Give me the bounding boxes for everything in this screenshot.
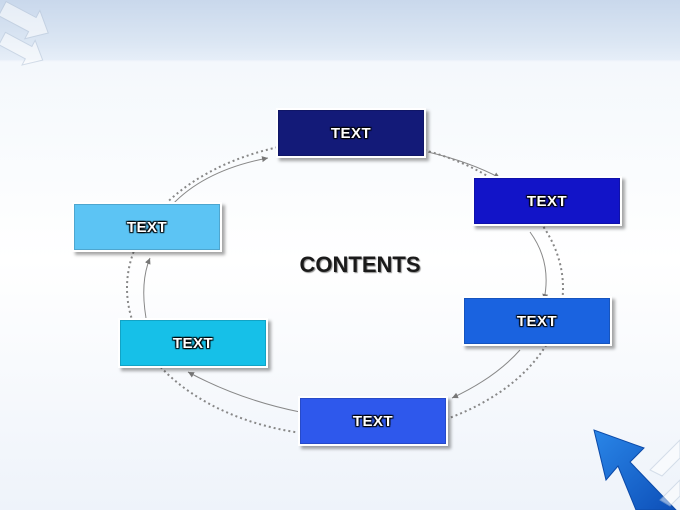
arc-bottom-right [451, 349, 521, 399]
node-left-upper[interactable]: TEXT [72, 202, 222, 252]
arc-left [143, 257, 151, 319]
node-bottom[interactable]: TEXT [298, 396, 448, 446]
arc-right [529, 231, 549, 301]
arc-bottom-left [187, 371, 301, 413]
arc-top-left [171, 156, 269, 206]
node-left-lower-label: TEXT [172, 334, 214, 352]
arc-top-right [427, 151, 501, 179]
dotted-ring [126, 139, 564, 437]
node-right-lower[interactable]: TEXT [462, 296, 612, 346]
node-right-upper-label: TEXT [526, 192, 568, 210]
node-bottom-label: TEXT [352, 412, 394, 430]
header-banner [0, 0, 680, 60]
node-top-label: TEXT [330, 124, 372, 142]
node-left-upper-label: TEXT [126, 218, 168, 236]
corner-arrows-bottom-right-icon [649, 439, 680, 507]
node-top[interactable]: TEXT [276, 108, 426, 158]
node-right-lower-label: TEXT [516, 312, 558, 330]
corner-arrows-top-left-icon [0, 0, 49, 66]
center-title: CONTENTS [299, 252, 421, 277]
node-left-lower[interactable]: TEXT [118, 318, 268, 368]
node-right-upper[interactable]: TEXT [472, 176, 622, 226]
